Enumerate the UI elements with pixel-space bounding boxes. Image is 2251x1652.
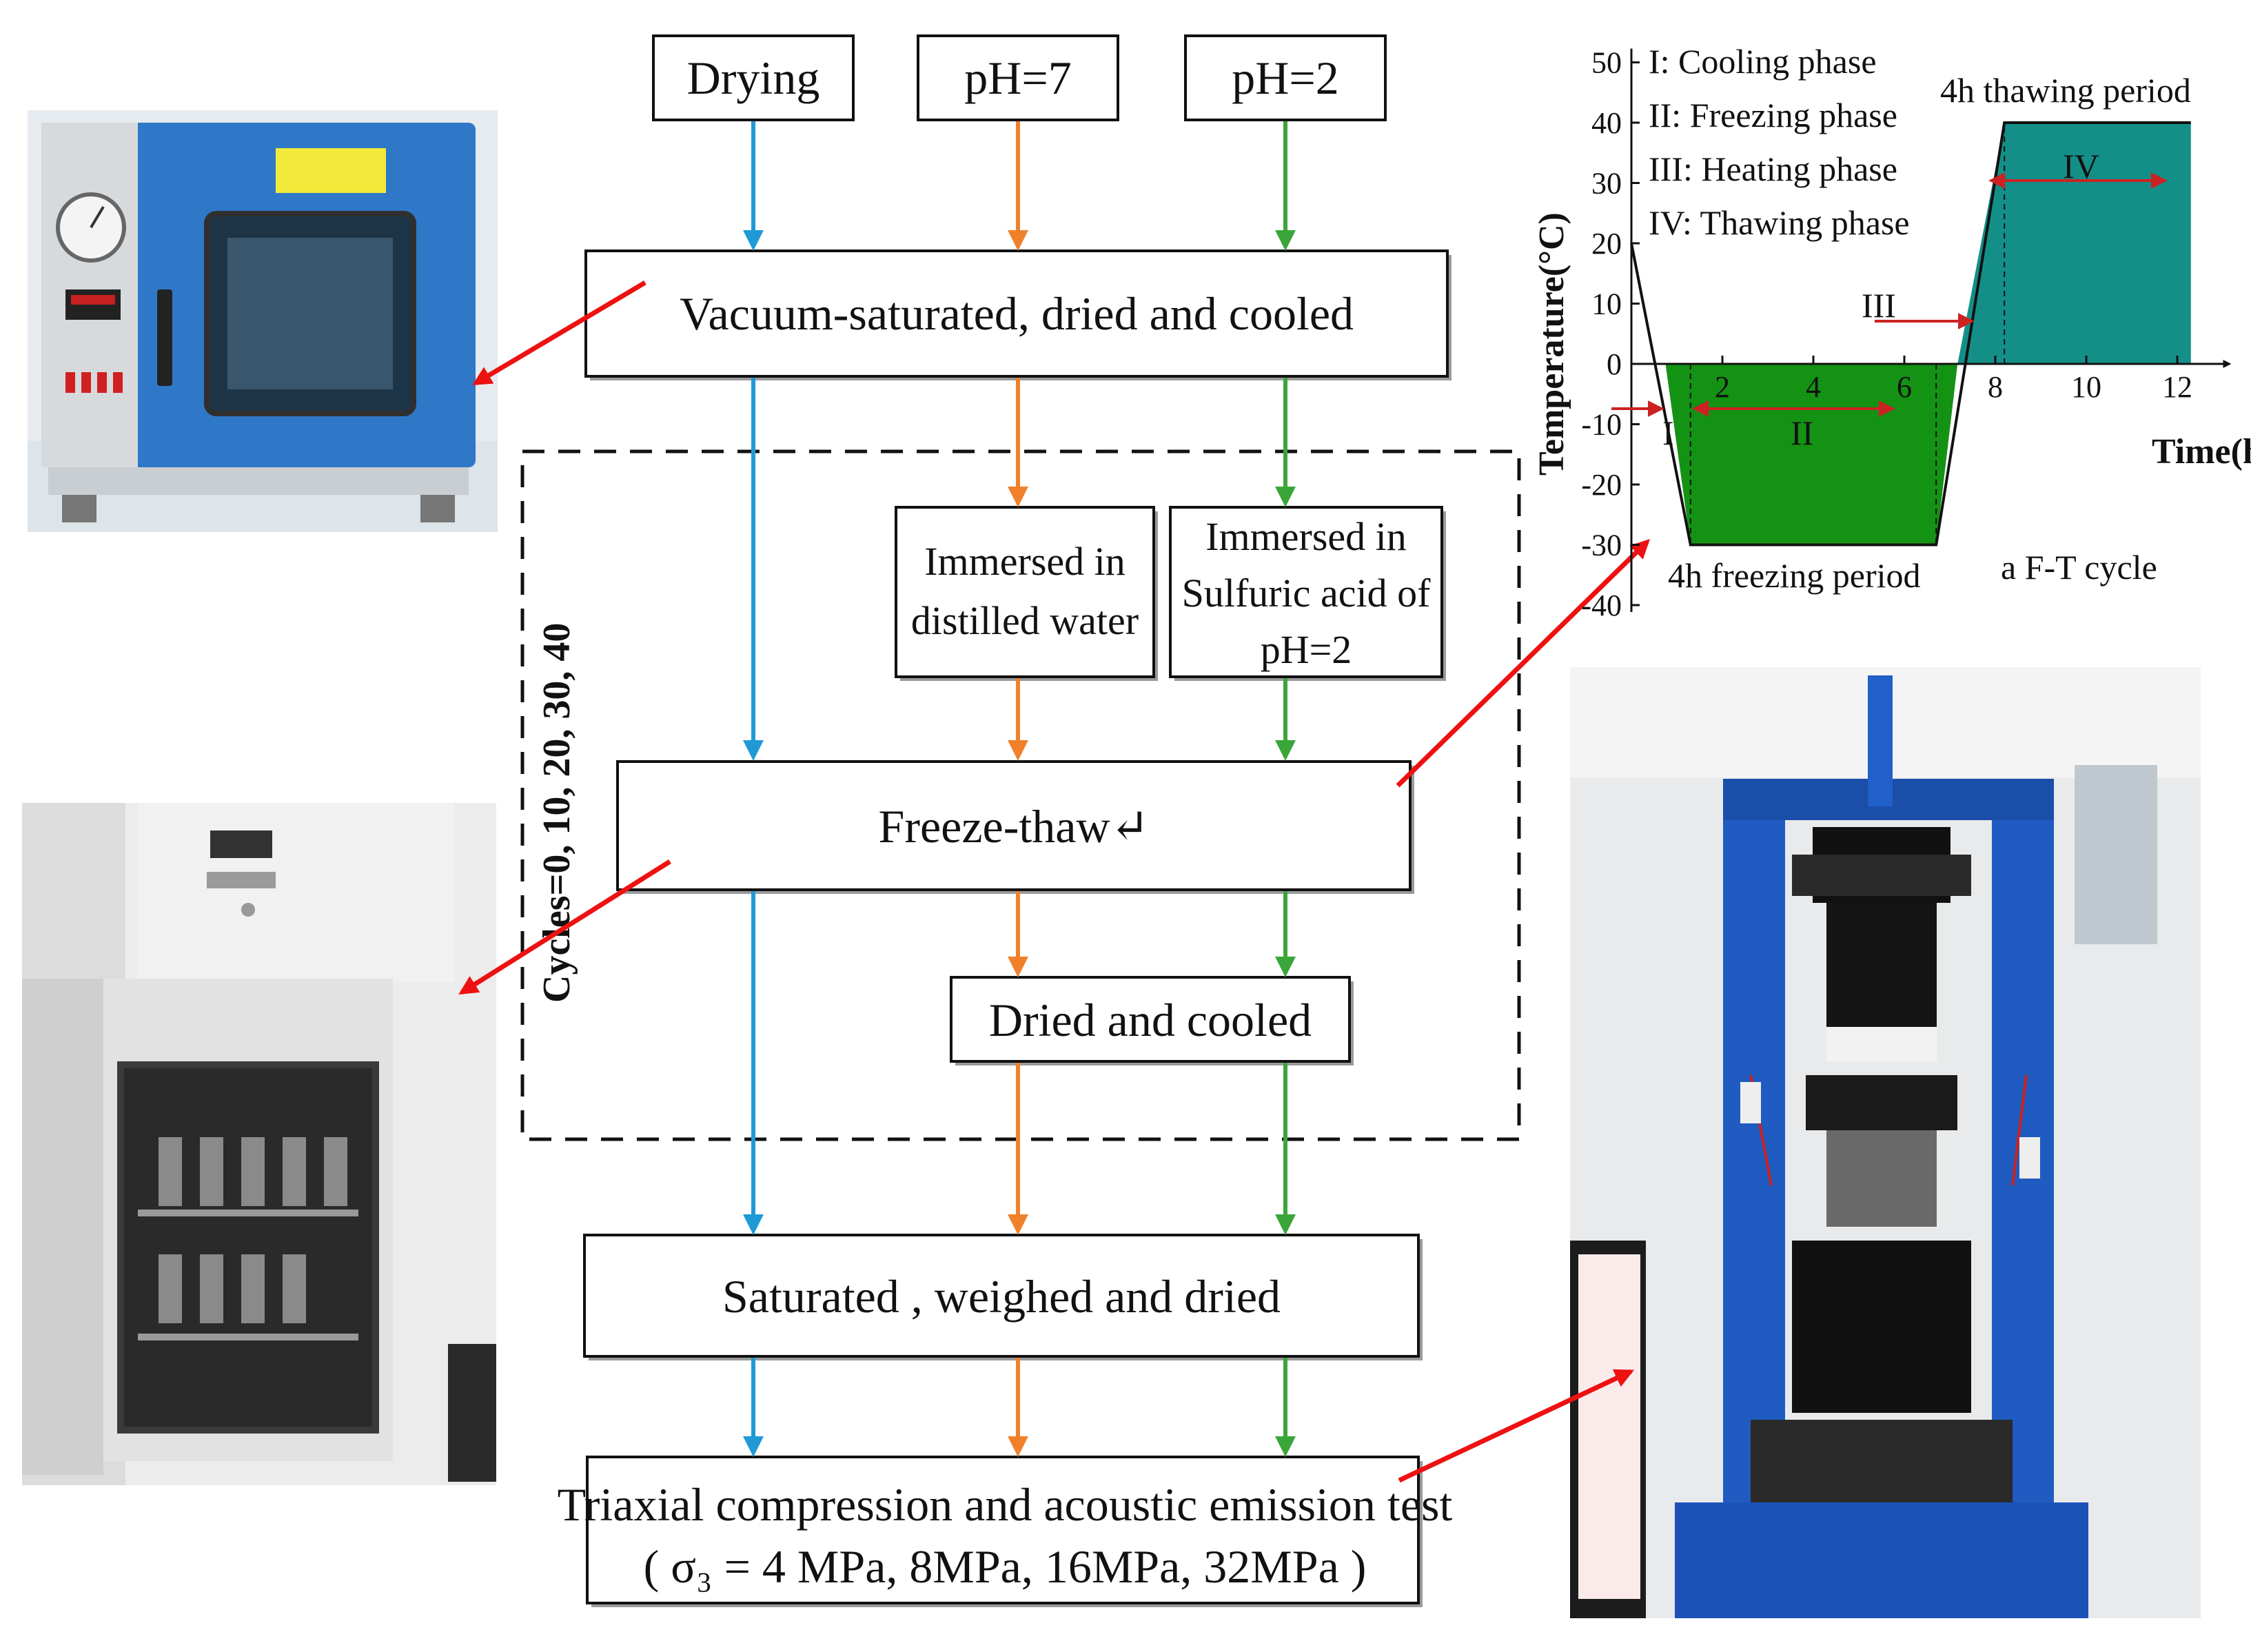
y-tick-label: -30 [1581,529,1622,562]
ft-cycle-chart: 50 40 30 20 10 0 -10 -20 -30 -40 2 4 6 8 10 12 Tempera… [1532,42,2251,622]
triaxial-label-line2: ( σ₃ = 4 MPa, 8MPa, 16MPa, 32MPa ) [644,1540,1367,1593]
drying-oven-photo [28,110,498,532]
immersed-acid-line2: Sulfuric acid of [1182,571,1431,615]
thawing-region [1957,123,2191,364]
x-tick-label: 8 [1988,370,2003,404]
pointer-arrows [458,280,1651,1483]
y-axis-title: Temperature(°C) [1532,212,1571,476]
y-tick-label: 0 [1607,347,1622,381]
phase-legend: I: Cooling phase II: Freezing phase III:… [1649,42,1910,242]
dried-cooled-label: Dried and cooled [989,994,1312,1046]
x-axis-title: Time(h) [2152,432,2251,471]
legend-item: III: Heating phase [1649,150,1897,188]
y-tick-label: -10 [1581,408,1622,442]
thawing-period-label: 4h thawing period [1940,71,2191,110]
freeze-thaw-label: Freeze-thaw↵ [879,800,1150,853]
vacuum-saturated-label: Vacuum-saturated, dried and cooled [680,287,1354,340]
input-label-ph7: pH=7 [964,52,1071,104]
x-tick-label: 12 [2162,370,2192,404]
cycles-dashed-region [520,449,1521,1141]
input-box-ph2: pH=2 [1184,34,1387,121]
immersed-acid-line1: Immersed in [1205,514,1407,559]
legend-item: IV: Thawing phase [1649,203,1910,242]
freezing-period-label: 4h freezing period [1668,556,1921,595]
immersed-distilled-water-box: Immersed in distilled water [895,506,1158,681]
phase-II-label: II [1791,414,1813,452]
y-tick-label: 10 [1591,287,1622,321]
x-tick-label: 4 [1806,370,1821,404]
dried-cooled-box: Dried and cooled [950,976,1354,1065]
y-tick-label: -40 [1581,589,1622,622]
triaxial-test-box: Triaxial compression and acoustic emissi… [558,1456,1453,1607]
pointer-to-chamber [458,859,671,995]
pointer-to-machine [1398,1369,1635,1483]
phase-markers [1611,172,2168,417]
pointer-to-oven [472,280,646,386]
cycles-label: Cycles=0, 10, 20, 30, 40 [536,623,578,1003]
input-label-drying: Drying [687,52,820,104]
freeze-thaw-box: Freeze-thaw↵ [616,760,1414,894]
input-box-drying: Drying [652,34,855,121]
immersed-water-line2: distilled water [911,598,1139,643]
y-tick-label: 40 [1591,106,1622,140]
immersed-sulfuric-acid-box: Immersed in Sulfuric acid of pH=2 [1169,506,1446,681]
y-tick-label: 30 [1591,167,1622,201]
x-tick-label: 2 [1715,370,1730,404]
saturated-weighed-label: Saturated , weighed and dried [722,1270,1281,1323]
y-tick-label: -20 [1581,468,1622,502]
freeze-thaw-chamber-photo [22,803,496,1485]
input-label-ph2: pH=2 [1232,52,1338,104]
y-tick-label: 50 [1591,46,1622,80]
vacuum-saturated-box: Vacuum-saturated, dried and cooled [584,249,1452,380]
legend-item: I: Cooling phase [1649,42,1877,81]
immersed-water-line1: Immersed in [924,539,1126,584]
x-tick-label: 6 [1897,370,1912,404]
phase-I-label: I [1662,414,1674,452]
saturated-weighed-box: Saturated , weighed and dried [583,1234,1423,1360]
phase-IV-label: IV [2063,147,2099,185]
pointer-to-chart [1396,539,1651,788]
input-box-ph7: pH=7 [917,34,1119,121]
legend-item: II: Freezing phase [1649,96,1897,134]
y-tick-label: 20 [1591,227,1622,261]
triaxial-label-line1: Triaxial compression and acoustic emissi… [558,1478,1453,1531]
phase-III-label: III [1862,286,1896,325]
immersed-acid-line3: pH=2 [1261,627,1352,672]
triaxial-testing-machine-photo [1570,667,2201,1618]
cycle-caption: a F-T cycle [2001,548,2157,587]
x-tick-label: 10 [2071,370,2101,404]
